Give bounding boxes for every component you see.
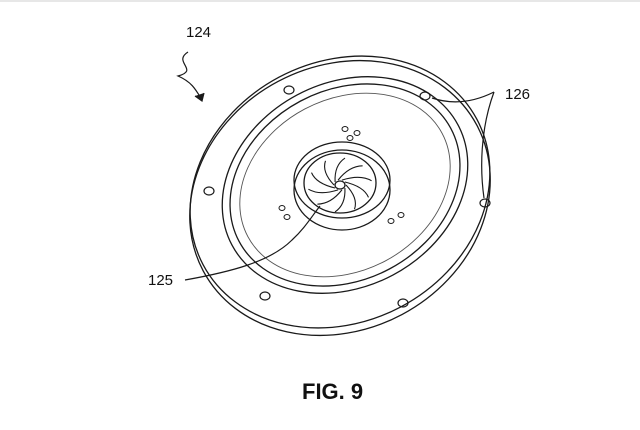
figure-caption: FIG. 9 — [302, 379, 363, 405]
screw-hole — [279, 206, 285, 211]
screw-hole — [342, 127, 348, 132]
fan-blade — [312, 173, 336, 188]
leader-124 — [178, 52, 202, 100]
fan-blades — [308, 158, 371, 212]
mounting-hole — [204, 187, 214, 195]
flange-outer-bottom-edge — [141, 9, 539, 388]
screw-hole — [398, 213, 404, 218]
leader-126-a — [432, 92, 494, 102]
mounting-hole — [420, 92, 430, 100]
ref-label-125: 125 — [148, 272, 173, 289]
fan-blade — [346, 185, 355, 209]
mounting-hole — [260, 292, 270, 300]
screw-hole — [388, 219, 394, 224]
screw-hole — [347, 136, 353, 141]
mounting-hole — [284, 86, 294, 94]
fan-blade — [325, 161, 334, 185]
fan-blade — [308, 189, 338, 192]
fan-blade — [342, 177, 372, 180]
fan-hub — [335, 181, 345, 189]
leader-126-b — [482, 92, 494, 198]
ref-label-124: 124 — [186, 24, 211, 41]
screw-hole — [354, 131, 360, 136]
ref-label-126: 126 — [505, 86, 530, 103]
leader-124-arrowhead — [195, 93, 204, 101]
fan-blade — [345, 182, 369, 197]
screw-hole — [284, 215, 290, 220]
